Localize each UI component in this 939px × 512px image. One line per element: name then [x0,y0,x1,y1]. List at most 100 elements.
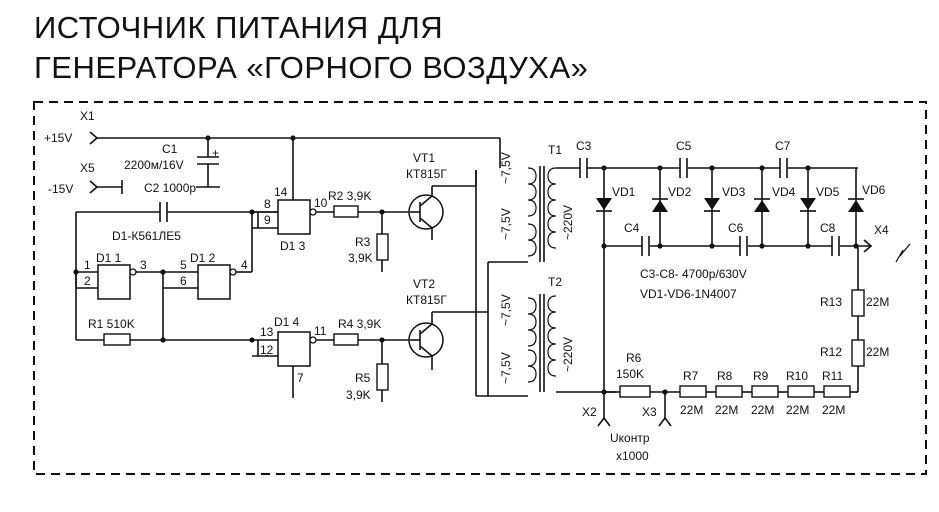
r6-label: R6 [626,351,642,365]
x4-label: X4 [874,223,889,237]
node [805,165,811,171]
gate-d11 [97,264,131,300]
r3-value: 3,9K [348,251,373,265]
node [709,165,715,171]
pin: 11 [314,324,327,338]
node [601,243,607,249]
node [657,165,663,171]
r7-value: 22M [680,403,703,417]
vd2-label: VD2 [668,185,692,199]
diode-vd4 [754,200,770,212]
x4-terminal [863,239,873,253]
diode-vd2 [652,200,668,212]
t2-primary-coil-b [527,349,537,383]
node [249,337,255,343]
pin: 4 [241,258,248,272]
ic-name: D1-К561ЛЕ5 [112,229,181,243]
r7-label: R7 [683,369,699,383]
pin: 6 [180,274,187,288]
c1-value: 2200м/16V [124,158,184,172]
x1-label: X1 [80,109,95,123]
r12-label: R12 [820,345,842,359]
t2-primary-label-a: ~7,5V [499,294,513,326]
t1-primary-label-a: ~7,5V [499,152,513,184]
title-line-1: ИСТОЧНИК ПИТАНИЯ ДЛЯ [34,10,444,45]
inverter-bubble [129,268,137,276]
d11-label: D1 1 [96,251,122,265]
r4-label: R4 3,9K [338,317,381,331]
gate-d14 [277,331,311,367]
node [805,243,811,249]
dashed-frame [33,101,927,475]
vd6-label: VD6 [862,183,886,197]
x2-terminal [597,416,611,427]
resistor-r4 [333,333,359,346]
ukontr-scale: x1000 [616,449,649,463]
r1-label: R1 510K [88,317,135,331]
vt1-emitter [419,217,433,229]
t2-primary-coil-a [527,297,537,347]
resistor-r5 [376,363,389,391]
vt1-collector [419,195,433,207]
x3-label: X3 [642,405,657,419]
t1-secondary-coil [547,167,557,249]
r5-value: 3,9K [346,388,371,402]
r5-label: R5 [355,371,371,385]
vt1-type: КТ815Г [406,167,447,181]
d13-label: D1 3 [280,239,306,253]
c3-label: C3 [576,139,592,153]
pin: 14 [274,185,288,199]
t2-label: T2 [548,275,562,289]
diodes-note: VD1-VD6-1N4007 [640,287,737,301]
resistor-r1 [103,333,131,346]
r9-label: R9 [753,369,769,383]
r9-value: 22M [751,403,774,417]
r6-value: 150K [616,367,644,381]
x1-voltage-label: +15V [44,131,72,145]
pin: 7 [297,371,304,385]
t2-primary-label-b: ~7,5V [499,352,513,384]
x1-terminal [89,131,99,145]
d14-label: D1 4 [274,315,300,329]
x5-label: X5 [80,161,95,175]
r10-label: R10 [786,369,808,383]
resistor-r13 [851,289,865,317]
vt2-collector [419,323,433,335]
resistor-r8 [715,385,743,398]
node [709,243,715,249]
r12-value: 22M [866,345,889,359]
resistor-r7 [679,385,707,398]
c2-label: C2 1000р [144,181,196,195]
caps-note: C3-C8- 4700p/630V [640,267,747,281]
diode-vd3 [704,198,720,210]
d12-label: D1 2 [190,251,216,265]
r11-value: 22M [822,403,845,417]
c1-label: C1 [162,142,178,156]
r8-label: R8 [717,369,733,383]
t1-primary-coil-b [527,223,537,257]
gate-d12 [197,264,231,300]
node [601,165,607,171]
pin: 10 [314,196,328,210]
x3-terminal [658,416,672,427]
vt2-label: VT2 [413,277,435,291]
vt1-label: VT1 [413,151,435,165]
resistor-r6 [619,385,651,398]
inverter-bubble [229,268,237,276]
x5-voltage-label: -15V [48,182,73,196]
transistor-vt2 [408,322,444,358]
t2-secondary-label: ~220V [561,337,575,372]
vd4-label: VD4 [772,185,796,199]
vt2-emitter [419,345,433,357]
r2-label: R2 3,9K [328,189,371,203]
r11-label: R11 [822,369,843,383]
transistor-vt1 [408,194,444,230]
diode-vd6 [848,200,864,212]
resistor-r2 [333,205,359,218]
resistor-r11 [823,385,851,398]
gate-d13 [277,199,311,235]
r13-label: R13 [820,295,842,309]
resistor-r3 [376,233,389,261]
node [759,165,765,171]
